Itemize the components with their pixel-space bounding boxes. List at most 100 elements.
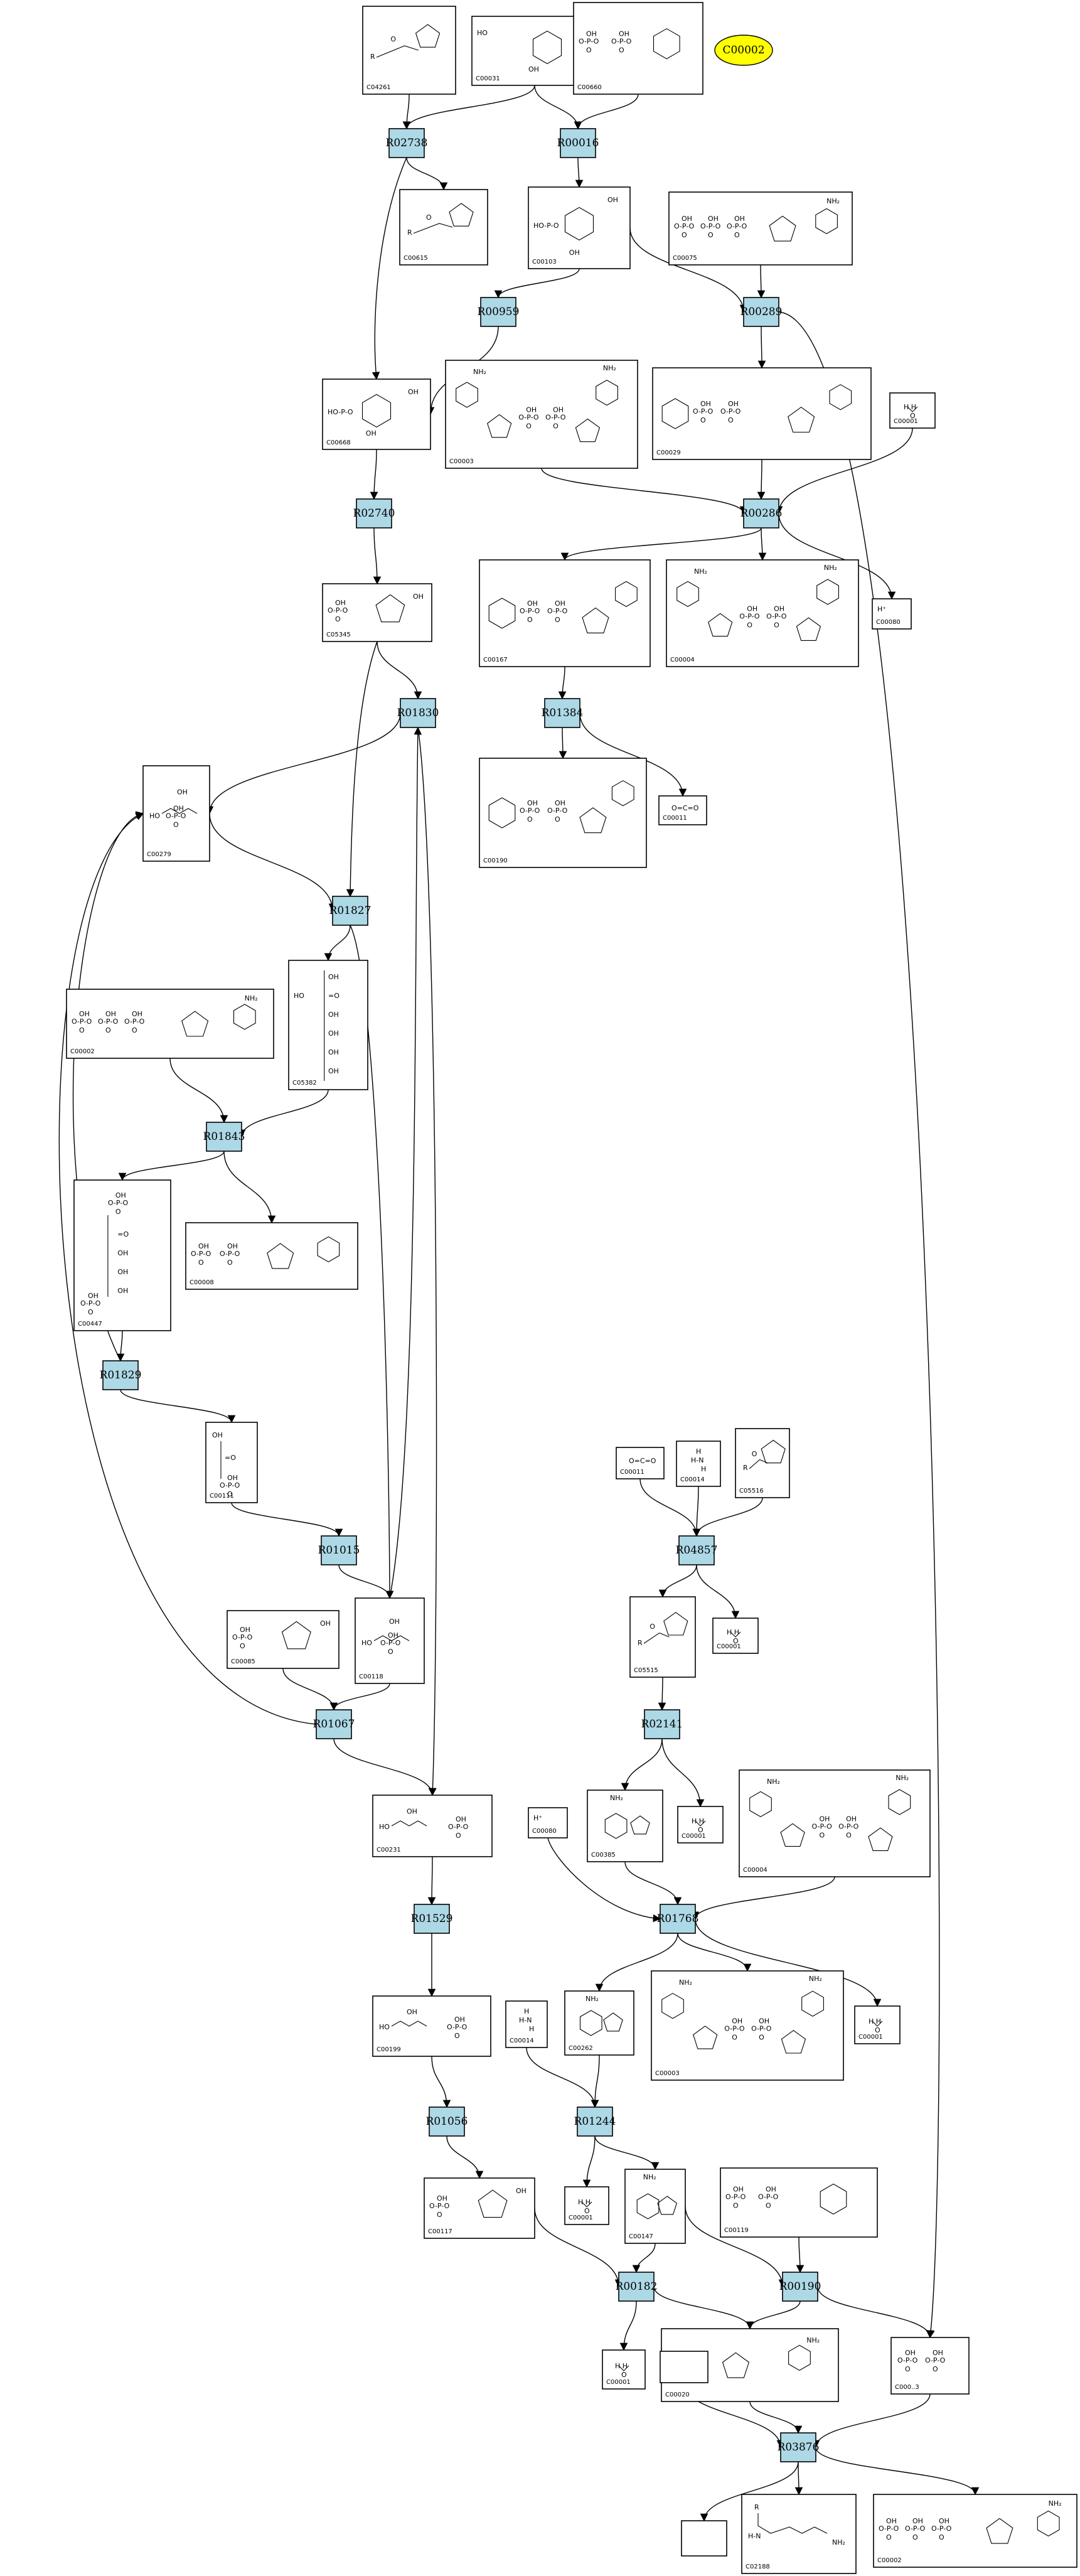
- reaction-box[interactable]: [429, 2106, 465, 2137]
- reaction-box[interactable]: [400, 698, 436, 728]
- compound-box[interactable]: [660, 2351, 708, 2383]
- reaction-box[interactable]: [782, 2272, 818, 2302]
- compound-box[interactable]: [890, 2337, 970, 2395]
- compound-box[interactable]: [205, 1422, 258, 1503]
- compound-box[interactable]: [587, 1790, 663, 1862]
- compound-blank2[interactable]: [681, 2520, 727, 2557]
- reaction-R01827[interactable]: R01827: [329, 896, 372, 926]
- compound-box[interactable]: [528, 186, 631, 269]
- compound-box[interactable]: [712, 1618, 759, 1654]
- reaction-box[interactable]: [102, 1360, 139, 1390]
- compound-box[interactable]: [185, 1222, 358, 1290]
- reaction-box[interactable]: [780, 2432, 816, 2462]
- compound-box[interactable]: [372, 1995, 491, 2057]
- reaction-R02738[interactable]: R02738: [386, 128, 428, 158]
- compound-box[interactable]: [666, 559, 859, 667]
- compound-box[interactable]: [424, 2177, 535, 2239]
- reaction-box[interactable]: [332, 896, 368, 926]
- reaction-box[interactable]: [577, 2106, 613, 2137]
- compound-box[interactable]: [322, 583, 432, 642]
- compound-box[interactable]: [528, 1807, 568, 1838]
- compound-box[interactable]: [889, 392, 936, 429]
- compound-box[interactable]: [399, 189, 488, 266]
- reaction-box[interactable]: [743, 498, 779, 529]
- reaction-R01768[interactable]: R01768: [657, 1904, 699, 1934]
- reaction-R01244[interactable]: R01244: [574, 2106, 616, 2137]
- compound-box[interactable]: [873, 2494, 1077, 2568]
- reaction-box[interactable]: [544, 698, 580, 728]
- compound-box[interactable]: [505, 2000, 548, 2048]
- compound-box[interactable]: [629, 1596, 696, 1678]
- compound-box[interactable]: [681, 2520, 727, 2557]
- compound-box[interactable]: [573, 2, 703, 95]
- reaction-R01015[interactable]: R01015: [318, 1535, 360, 1565]
- reaction-R00182[interactable]: R00182: [616, 2272, 658, 2302]
- compound-box[interactable]: [355, 1597, 425, 1684]
- reaction-R01830[interactable]: R01830: [397, 698, 439, 728]
- reaction-box[interactable]: [644, 1709, 680, 1739]
- reaction-box[interactable]: [480, 297, 516, 327]
- reaction-R02141[interactable]: R02141: [641, 1709, 683, 1739]
- reaction-box[interactable]: [560, 128, 596, 158]
- compound-box[interactable]: [741, 2494, 857, 2574]
- reaction-box[interactable]: [660, 1904, 696, 1934]
- compound-box[interactable]: [564, 2186, 609, 2225]
- reaction-box[interactable]: [618, 2272, 655, 2302]
- reaction-R00959[interactable]: R00959: [478, 297, 520, 327]
- reaction-R01843[interactable]: R01843: [203, 1122, 245, 1152]
- compound-box[interactable]: [720, 2167, 878, 2238]
- compound-c00080a[interactable]: H⁺C00080: [872, 598, 912, 630]
- reaction-box[interactable]: [206, 1122, 242, 1152]
- highlighted-compound[interactable]: C00002: [714, 35, 773, 66]
- reaction-R00016[interactable]: R00016: [557, 128, 599, 158]
- reaction-box[interactable]: [743, 297, 779, 327]
- reaction-R02740[interactable]: R02740: [353, 498, 395, 529]
- compound-box[interactable]: [602, 2349, 646, 2390]
- compound-box[interactable]: [142, 765, 210, 862]
- compound-box[interactable]: [372, 1795, 493, 1857]
- compound-box[interactable]: [227, 1610, 340, 1669]
- compound-c00080b[interactable]: H⁺C00080: [528, 1807, 568, 1838]
- highlight-oval[interactable]: [714, 35, 773, 66]
- compound-blank1[interactable]: [660, 2351, 708, 2383]
- reaction-box[interactable]: [414, 1904, 450, 1934]
- reaction-box[interactable]: [678, 1535, 715, 1565]
- reaction-R00190[interactable]: R00190: [779, 2272, 821, 2302]
- reaction-R04857[interactable]: R04857: [676, 1535, 718, 1565]
- reaction-box[interactable]: [356, 498, 392, 529]
- compound-box[interactable]: [652, 367, 872, 460]
